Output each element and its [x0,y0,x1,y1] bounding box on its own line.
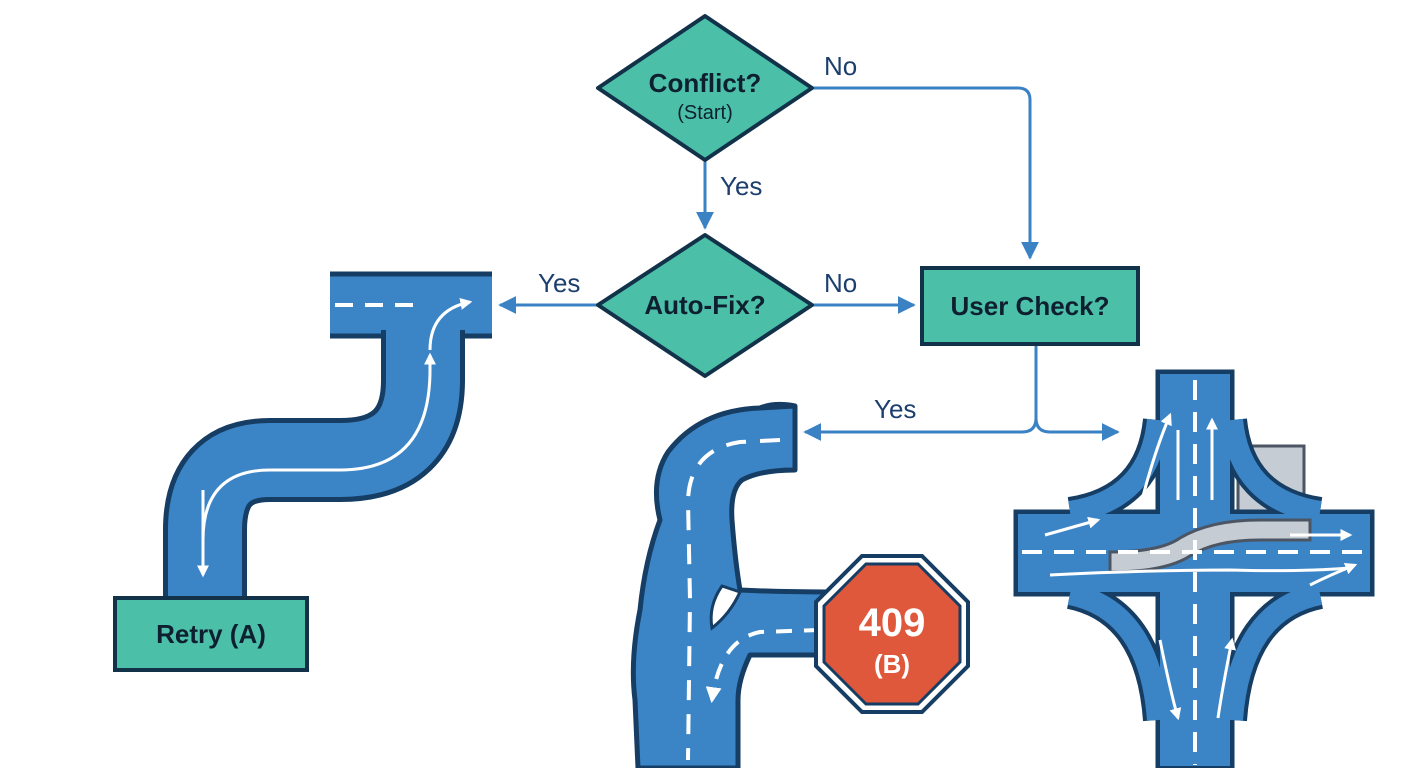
error-road-gap [709,584,743,631]
edge-label-conflict-yes: Yes [720,171,762,201]
curved-road-icon [163,271,492,600]
error-code: 409 [859,601,926,645]
ramp-sw-fill [1067,583,1169,721]
interchange-arrow-nw [1140,412,1172,501]
edge-labels: No Yes Yes No Yes [538,51,916,424]
edge-label-autofix-yes: Yes [538,268,580,298]
node-conflict: Conflict? (Start) [596,14,814,162]
node-usercheck: User Check? [920,266,1140,346]
conflict-subtitle: (Start) [677,102,733,124]
ramp-se-fill [1221,583,1323,721]
edge-label-usercheck-yes: Yes [874,394,916,424]
edge-usercheck-right [1034,417,1120,441]
retry-road-arrow-up [201,352,436,570]
usercheck-title: User Check? [951,291,1110,321]
error-road-torn-edge [759,401,796,411]
interchange-arrow-up-low [1216,637,1237,719]
stop-sign-icon: 409 (B) [814,554,970,714]
retry-box [113,596,309,672]
retry-road-curve-fill [168,330,460,600]
error-road-body [630,403,833,768]
usercheck-box [920,266,1140,346]
conflict-diamond [596,14,814,162]
edge-label-autofix-no: No [824,268,857,298]
edge-usercheck-stem [803,344,1038,441]
error-road-dash-main [685,438,781,761]
autofix-title: Auto-Fix? [644,290,765,320]
error-label: (B) [874,649,910,679]
broken-road-icon [630,401,833,768]
node-autofix: Auto-Fix? [596,233,814,378]
edges [498,86,1120,441]
error-road-dash-turn [705,628,821,704]
conflict-title: Conflict? [649,68,762,98]
interchange-arrow-down [1158,639,1182,721]
retry-road-arrow-top [428,298,473,351]
stop-sign-inner [822,562,962,706]
highway-interchange-icon [1013,369,1375,768]
interchange-overpass [1108,518,1312,574]
autofix-diamond [596,233,814,378]
edge-conflict-no [812,86,1039,260]
node-retry: Retry (A) [113,596,309,672]
interchange-arrow-left-in [1044,516,1101,537]
interchange-arrow-lower-lane [1049,566,1351,577]
interchange-arrow-se [1309,562,1358,587]
edge-label-conflict-no: No [824,51,857,81]
retry-title: Retry (A) [156,619,266,649]
ramp-nw-fill [1068,418,1169,523]
ramp-ne-fill [1221,418,1322,523]
